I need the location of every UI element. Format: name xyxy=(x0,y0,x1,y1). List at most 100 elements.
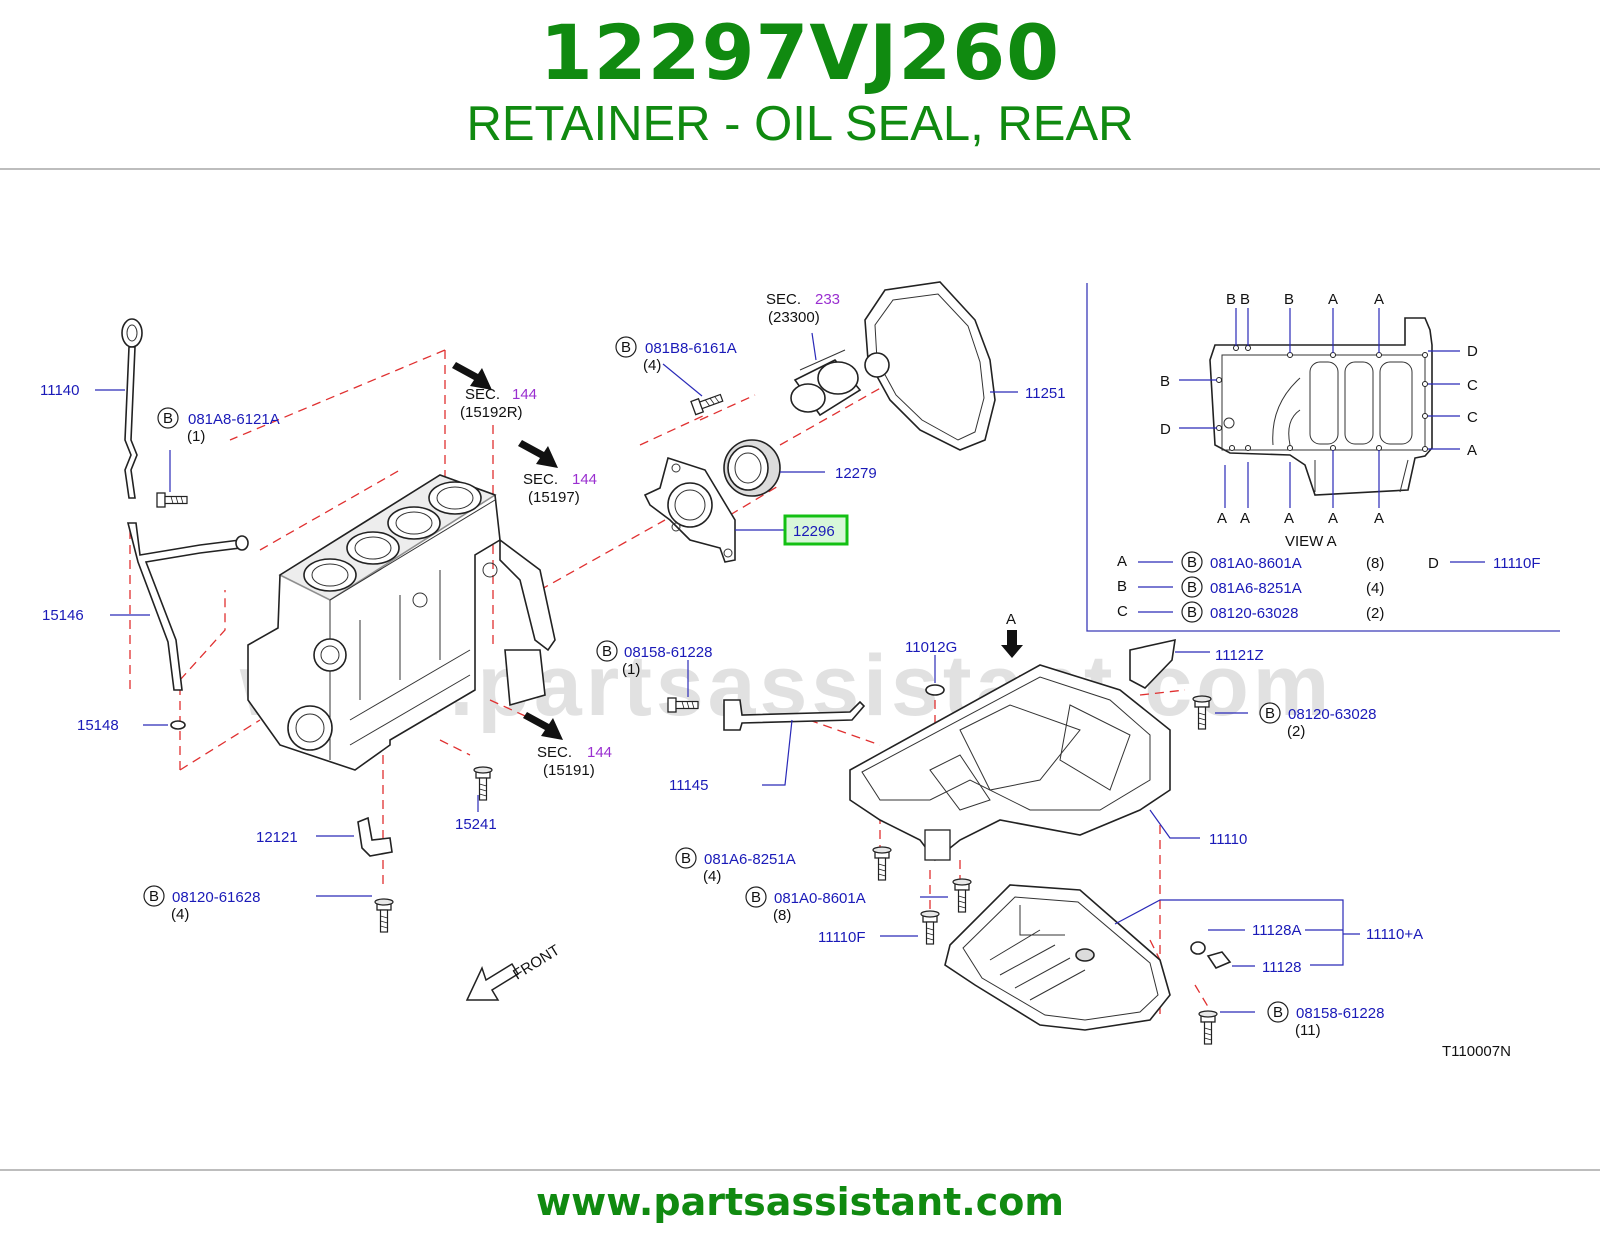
section-ref-15191: SEC. 144 (15191) xyxy=(537,744,612,779)
svg-text:C: C xyxy=(1117,603,1128,620)
svg-text:B: B xyxy=(1187,579,1197,596)
svg-text:B: B xyxy=(163,410,173,427)
svg-text:FRONT: FRONT xyxy=(510,942,563,984)
svg-text:12296: 12296 xyxy=(793,523,835,540)
callout-11110-a: 11110+A xyxy=(1366,926,1423,943)
callout-15241: 15241 xyxy=(455,816,497,833)
svg-text:081B8-6161A: 081B8-6161A xyxy=(645,340,737,357)
svg-text:B: B xyxy=(1226,291,1236,308)
section-ref-15197: SEC. 144 (15197) xyxy=(523,471,597,506)
svg-text:B: B xyxy=(1273,1004,1283,1021)
bolt-081a8 xyxy=(156,492,188,508)
svg-text:SEC.: SEC. xyxy=(537,744,572,761)
callout-11128: 11128 xyxy=(1262,959,1302,976)
bolt-label-08120-63028: B 08120-63028 (2) xyxy=(1259,702,1376,740)
svg-text:A: A xyxy=(1328,510,1338,527)
lower-oil-pan xyxy=(944,884,1171,1031)
svg-text:08158-61228: 08158-61228 xyxy=(624,644,712,661)
svg-text:(8): (8) xyxy=(773,907,791,924)
header-divider xyxy=(0,168,1600,170)
callout-11145: 11145 xyxy=(669,777,709,794)
svg-text:11110F: 11110F xyxy=(1493,555,1541,572)
svg-text:B: B xyxy=(1265,705,1275,722)
svg-text:08120-61628: 08120-61628 xyxy=(172,889,260,906)
callout-15148: 15148 xyxy=(77,717,119,734)
callout-11128a: 11128A xyxy=(1252,922,1302,939)
svg-text:A: A xyxy=(1374,291,1384,308)
svg-text:SEC.: SEC. xyxy=(523,471,558,488)
bolt-label-081a0: B 081A0-8601A (8) xyxy=(745,886,866,924)
svg-text:081A0-8601A: 081A0-8601A xyxy=(1210,555,1302,572)
drain-plug-11128 xyxy=(1206,951,1232,969)
svg-text:08158-61228: 08158-61228 xyxy=(1296,1005,1384,1022)
svg-text:B: B xyxy=(751,889,761,906)
svg-text:08120-63028: 08120-63028 xyxy=(1210,605,1298,622)
drawing-code: T110007N xyxy=(1442,1043,1511,1060)
bolt-08158-b xyxy=(1198,1010,1218,1045)
svg-text:144: 144 xyxy=(512,386,537,403)
o-ring-15148 xyxy=(170,720,186,730)
rear-plate-11251 xyxy=(864,281,996,451)
front-arrow: FRONT xyxy=(465,942,563,1001)
oil-level-sensor xyxy=(723,699,866,731)
svg-text:(4): (4) xyxy=(1366,580,1384,597)
callout-12279: 12279 xyxy=(835,465,877,482)
svg-text:(1): (1) xyxy=(187,428,205,445)
header: 12297VJ260 RETAINER - OIL SEAL, REAR xyxy=(0,0,1600,170)
svg-text:A: A xyxy=(1284,510,1294,527)
svg-text:B: B xyxy=(1160,373,1170,390)
svg-text:(4): (4) xyxy=(643,357,661,374)
svg-text:D: D xyxy=(1467,343,1478,360)
callout-11121z: 11121Z xyxy=(1215,647,1264,664)
svg-text:B: B xyxy=(621,339,631,356)
retainer-12296 xyxy=(643,456,736,563)
svg-text:(8): (8) xyxy=(1366,555,1384,572)
svg-text:081A6-8251A: 081A6-8251A xyxy=(1210,580,1302,597)
washer-11128a xyxy=(1190,941,1206,955)
svg-text:A: A xyxy=(1217,510,1227,527)
bolt-label-08120-61628: B 08120-61628 (4) xyxy=(143,885,260,923)
svg-text:A: A xyxy=(1117,553,1127,570)
bracket-12121 xyxy=(357,816,393,857)
view-a-legend: A B 081A0-8601A (8) B B 081A6-8251A (4) … xyxy=(1117,551,1541,623)
svg-text:B: B xyxy=(1117,578,1127,595)
section-arrow-1 xyxy=(452,362,492,390)
svg-text:A: A xyxy=(1467,442,1477,459)
svg-text:B: B xyxy=(1240,291,1250,308)
svg-text:081A6-8251A: 081A6-8251A xyxy=(704,851,796,868)
bolt-15241 xyxy=(473,766,493,801)
callout-12121: 12121 xyxy=(256,829,298,846)
callout-15146: 15146 xyxy=(42,607,84,624)
callout-11251: 11251 xyxy=(1025,385,1066,402)
section-arrow-2 xyxy=(518,440,558,468)
part-number: 12297VJ260 xyxy=(539,8,1061,97)
svg-text:08120-63028: 08120-63028 xyxy=(1288,706,1376,723)
dipstick xyxy=(121,318,143,499)
svg-text:(2): (2) xyxy=(1287,723,1305,740)
footer-url[interactable]: www.partsassistant.com xyxy=(536,1180,1064,1224)
callout-11012g: 11012G xyxy=(905,639,957,656)
bolt-081a0 xyxy=(952,878,972,913)
svg-text:081A8-6121A: 081A8-6121A xyxy=(188,411,280,428)
svg-text:B: B xyxy=(1284,291,1294,308)
svg-text:B: B xyxy=(1187,604,1197,621)
section-arrow-3 xyxy=(523,712,563,740)
upper-oil-pan-11110 xyxy=(849,638,1176,862)
svg-text:A: A xyxy=(1328,291,1338,308)
svg-text:B: B xyxy=(149,888,159,905)
svg-text:A: A xyxy=(1240,510,1250,527)
svg-text:144: 144 xyxy=(572,471,597,488)
callout-12296-highlight: 12296 xyxy=(783,514,849,546)
svg-text:(2): (2) xyxy=(1366,605,1384,622)
svg-text:SEC.: SEC. xyxy=(465,386,500,403)
bolt-label-08158-b: B 08158-61228 (11) xyxy=(1267,1001,1384,1039)
svg-text:081A0-8601A: 081A0-8601A xyxy=(774,890,866,907)
callout-11110f: 11110F xyxy=(818,929,866,946)
svg-text:D: D xyxy=(1160,421,1171,438)
bolt-label-08158-a: B 08158-61228 (1) xyxy=(596,640,712,678)
bolt-label-081a8: B 081A8-6121A (1) xyxy=(157,407,280,445)
svg-text:(11): (11) xyxy=(1295,1022,1321,1039)
svg-text:B: B xyxy=(681,850,691,867)
part-title: RETAINER - OIL SEAL, REAR xyxy=(466,97,1134,151)
